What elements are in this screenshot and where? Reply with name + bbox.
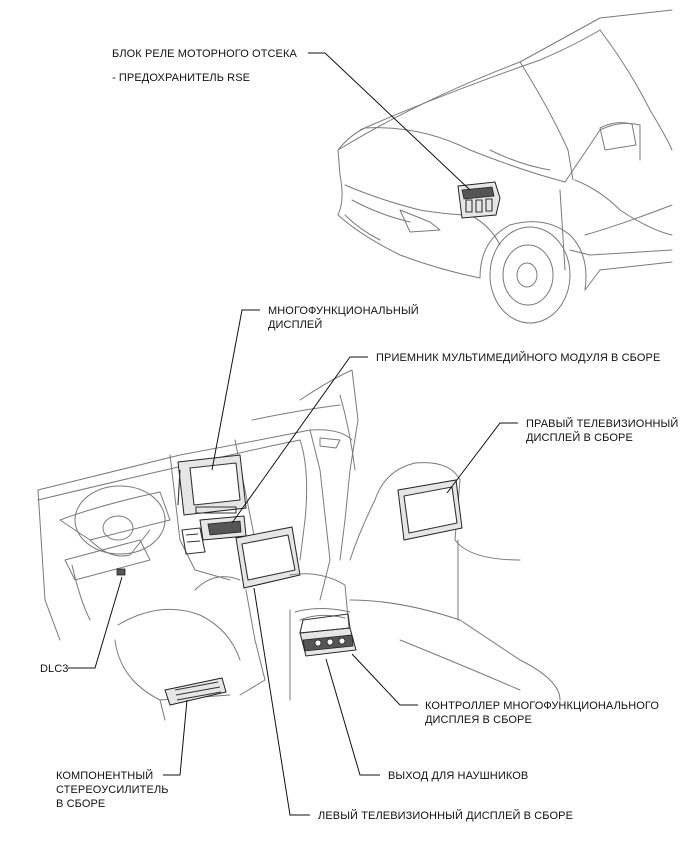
label-multi-display-line2: ДИСПЛЕЙ: [268, 319, 323, 331]
label-headphones: ВЫХОД ДЛЯ НАУШНИКОВ: [388, 770, 529, 782]
label-right-tv-line2: ДИСПЛЕЙ В СБОРЕ: [526, 432, 633, 444]
label-media-receiver: ПРИЕМНИК МУЛЬТИМЕДИЙНОГО МОДУЛЯ В СБОРЕ: [376, 352, 661, 364]
leader-right-tv: [446, 422, 518, 494]
label-relay-block: БЛОК РЕЛЕ МОТОРНОГО ОТСЕКА: [112, 48, 297, 60]
label-right-tv-line1: ПРАВЫЙ ТЕЛЕВИЗИОННЫЙ: [526, 418, 679, 430]
leader-left-tv: [253, 587, 310, 816]
label-amplifier-line1: КОМПОНЕНТНЫЙ: [56, 770, 154, 782]
leader-headphones: [325, 658, 380, 776]
label-controller-line2: ДИСПЛЕЯ В СБОРЕ: [425, 714, 532, 726]
label-amplifier-line2: СТЕРЕОУСИЛИТЕЛЬ: [56, 784, 169, 796]
label-left-tv: ЛЕВЫЙ ТЕЛЕВИЗИОННЫЙ ДИСПЛЕЙ В СБОРЕ: [318, 810, 574, 822]
leader-controller: [351, 653, 418, 706]
label-amplifier-line3: В СБОРЕ: [56, 798, 106, 810]
label-dlc3: DLC3: [40, 663, 69, 675]
leader-multi-display: [211, 309, 260, 471]
leader-amplifier: [163, 699, 188, 776]
label-multi-display-line1: МНОГОФУНКЦИОНАЛЬНЫЙ: [268, 305, 419, 317]
leader-media-receiver: [231, 356, 368, 524]
label-controller-line1: КОНТРОЛЛЕР МНОГОФУНКЦИОНАЛЬНОГО: [425, 700, 660, 712]
vehicle-interior-sketch: [37, 369, 561, 721]
leader-relay-block: [308, 52, 471, 191]
label-rse-fuse: - ПРЕДОХРАНИТЕЛЬ RSE: [112, 72, 251, 84]
leader-dlc3: [68, 576, 123, 669]
leader-lines: [68, 52, 518, 816]
vehicle-exterior-sketch: [337, 9, 673, 324]
